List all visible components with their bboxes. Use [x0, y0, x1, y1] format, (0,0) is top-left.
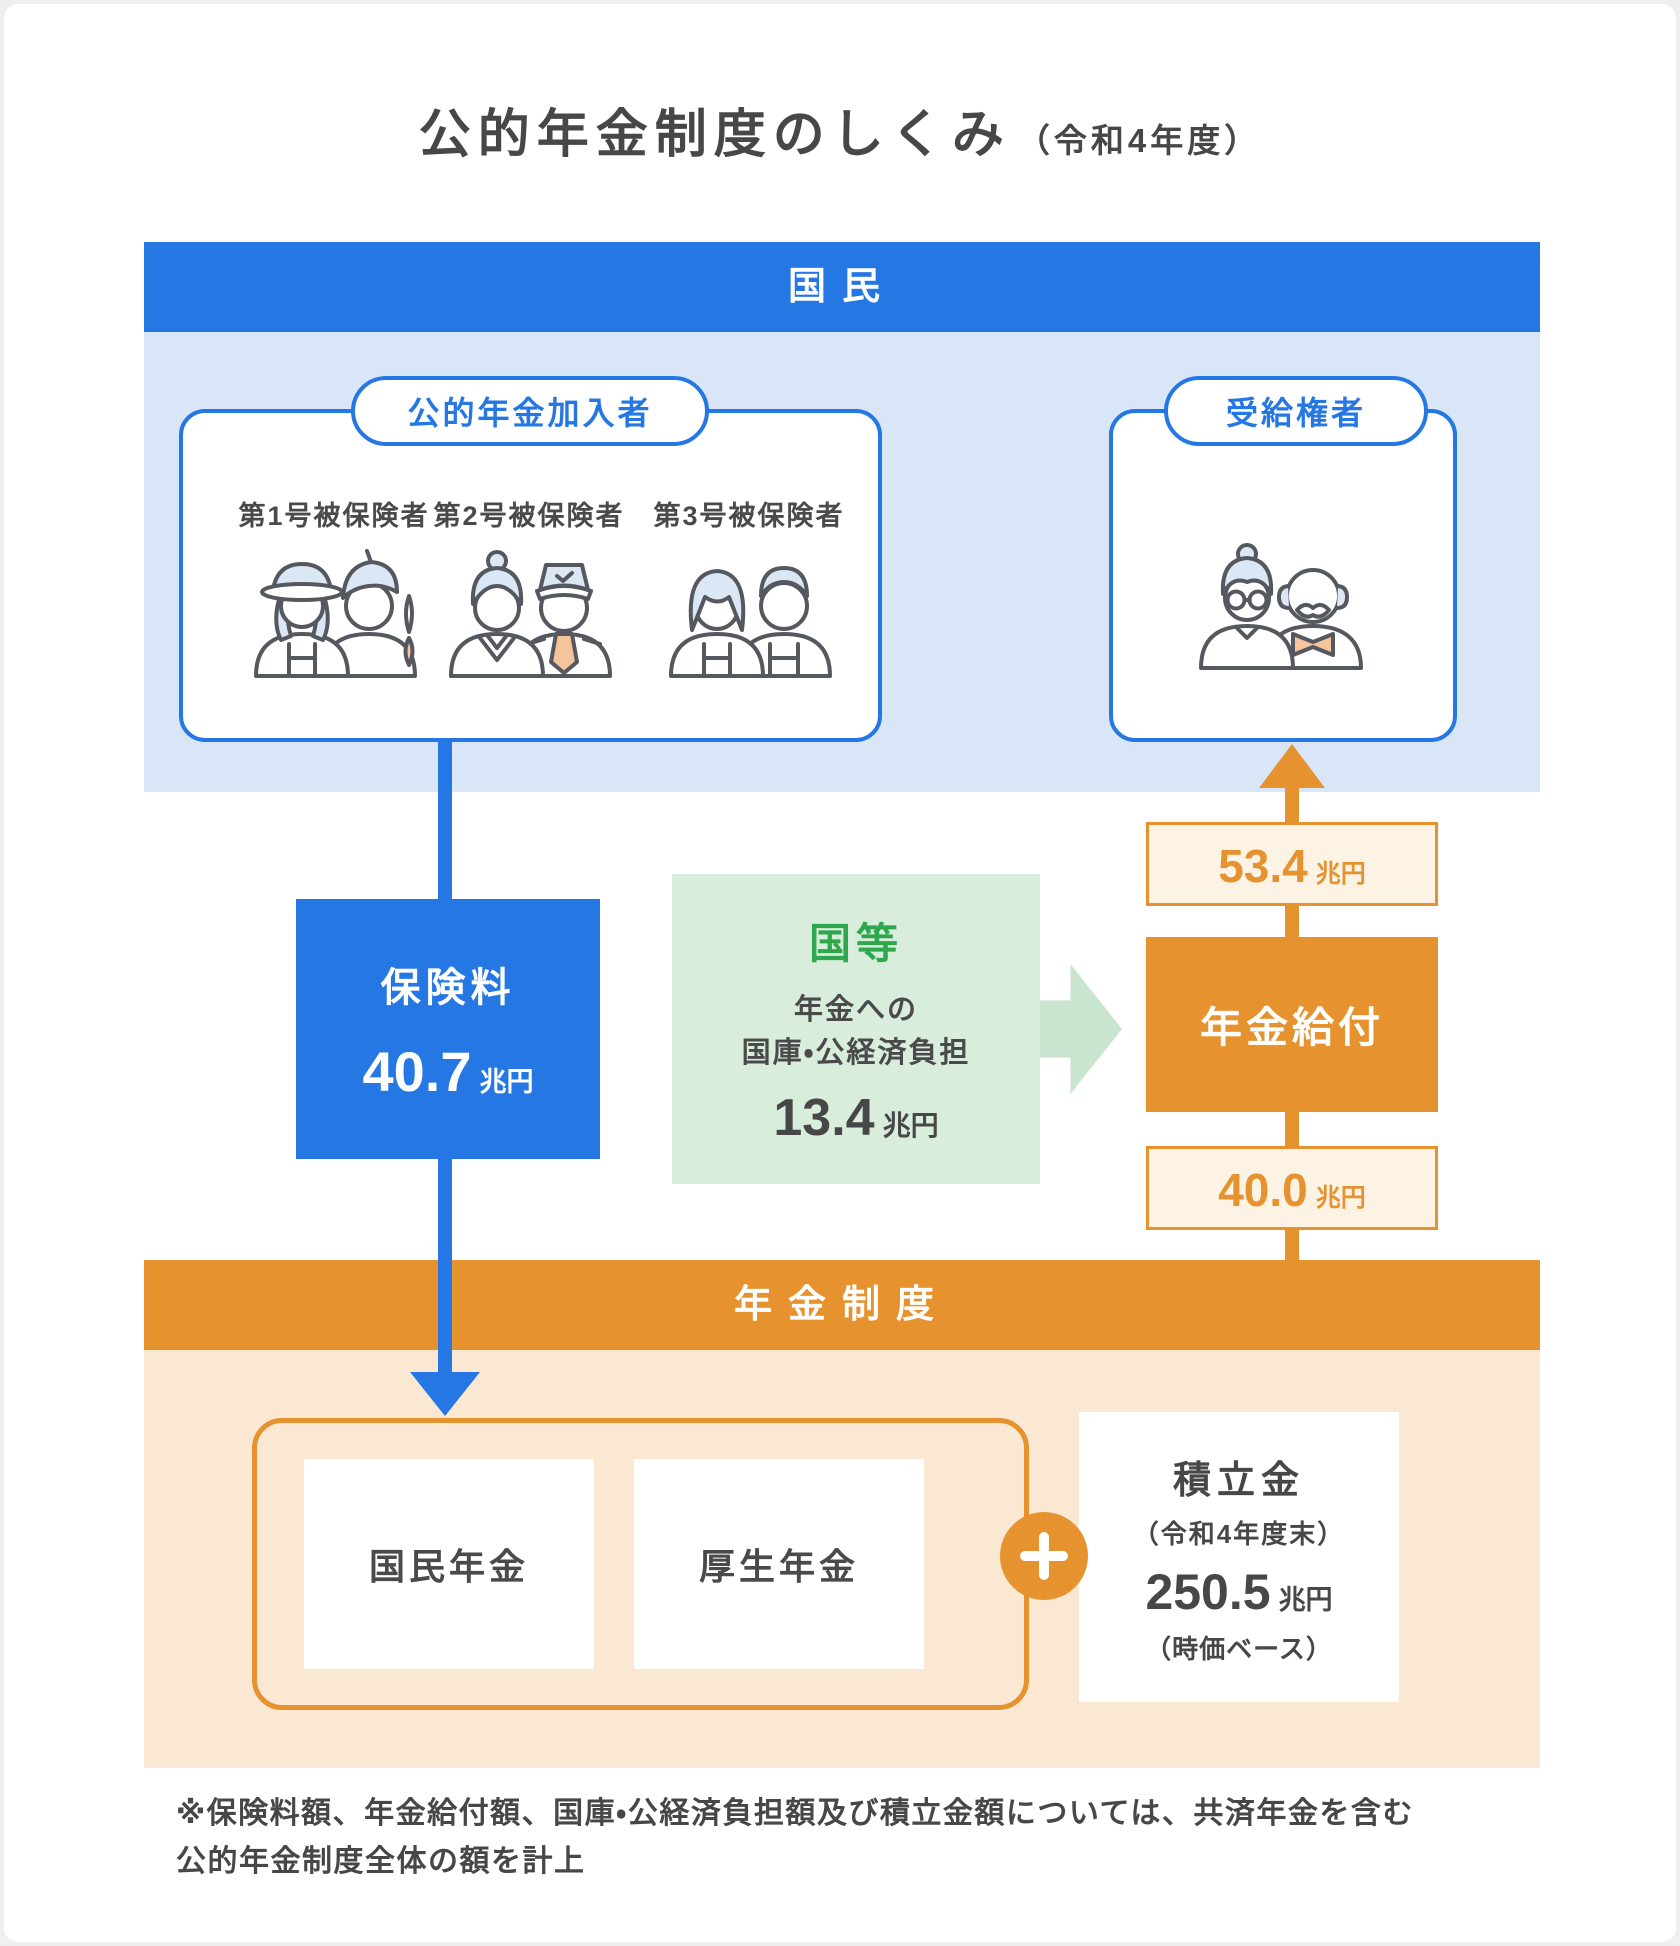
- reserve-unit: 兆円: [1278, 1584, 1333, 1615]
- office-worker-and-officer-couple-icon: [442, 546, 617, 678]
- page-title-main: 公的年金制度のしくみ: [418, 106, 1011, 164]
- benefit-funding-amount-box: 40.0 兆円: [1146, 1146, 1438, 1230]
- farmer-and-artist-couple-icon: [247, 546, 422, 678]
- premium-box: 保険料 40.7 兆円: [296, 899, 600, 1159]
- state-desc-line1: 年金への: [793, 994, 918, 1027]
- citizens-bar: 国民: [144, 242, 1540, 332]
- reserve-title: 積立金: [1172, 1459, 1305, 1502]
- reserve-value-row: 250.5 兆円: [1145, 1563, 1332, 1621]
- footnote-line2: 公的年金制度全体の額を計上: [176, 1845, 586, 1878]
- page-title-fiscal-year: （令和4年度）: [1016, 122, 1262, 159]
- state-value-row: 13.4 兆円: [773, 1088, 938, 1148]
- infographic-card: 公的年金制度のしくみ（令和4年度） 国民 公的年金加入者 受給権者 第1号被保険…: [4, 4, 1676, 1942]
- premium-flow-arrowhead-icon: [410, 1372, 480, 1416]
- state-title: 国等: [808, 920, 903, 968]
- benefit-paid-unit: 兆円: [1315, 860, 1366, 888]
- pension-benefit-box: 年金給付: [1146, 937, 1438, 1112]
- premium-value: 40.7: [362, 1039, 472, 1103]
- state-desc-line2: 国庫・公経済負担: [741, 1036, 971, 1069]
- footnote-line1: ※保険料額、年金給付額、国庫・公経済負担額及び積立金額については、共済年金を含む: [176, 1797, 1414, 1830]
- plus-icon: [1000, 1512, 1088, 1600]
- premium-unit: 兆円: [479, 1066, 534, 1097]
- reserve-note: （時価ベース）: [1145, 1633, 1333, 1664]
- beneficiaries-pill-label: 受給権者: [1164, 376, 1428, 446]
- premium-label: 保険料: [380, 965, 516, 1010]
- page-title: 公的年金制度のしくみ（令和4年度）: [4, 92, 1676, 167]
- reserve-value: 250.5: [1145, 1563, 1271, 1620]
- subscribers-pill-label: 公的年金加入者: [351, 376, 709, 446]
- benefit-paid-value: 53.4: [1218, 840, 1308, 892]
- state-value: 13.4: [773, 1088, 875, 1147]
- national-pension-box: 国民年金: [304, 1459, 594, 1669]
- homemaker-couple-icon: [662, 546, 837, 678]
- footnote: ※保険料額、年金給付額、国庫・公経済負担額及び積立金額については、共済年金を含む…: [176, 1790, 1526, 1886]
- state-contribution-arrow-icon: [1036, 964, 1122, 1094]
- insured-group2-label: 第2号被保険者: [433, 501, 625, 531]
- state-contribution-box: 国等 年金への 国庫・公経済負担 13.4 兆円: [672, 874, 1040, 1184]
- reserve-subtitle: （令和4年度末）: [1132, 1518, 1346, 1549]
- elderly-couple-icon: [1192, 538, 1367, 670]
- premium-value-row: 40.7 兆円: [363, 1039, 534, 1104]
- insured-group3-label: 第3号被保険者: [653, 501, 845, 531]
- state-unit: 兆円: [882, 1109, 939, 1141]
- employees-pension-box: 厚生年金: [634, 1459, 924, 1669]
- reserve-fund-box: 積立金 （令和4年度末） 250.5 兆円 （時価ベース）: [1079, 1412, 1399, 1702]
- benefit-paid-amount-box: 53.4 兆円: [1146, 822, 1438, 906]
- benefit-funding-value: 40.0: [1218, 1164, 1308, 1216]
- benefit-flow-arrowhead-icon: [1259, 744, 1325, 788]
- insured-group1-label: 第1号被保険者: [238, 501, 430, 531]
- pension-system-bar: 年金制度: [144, 1260, 1540, 1350]
- benefit-funding-unit: 兆円: [1315, 1184, 1366, 1212]
